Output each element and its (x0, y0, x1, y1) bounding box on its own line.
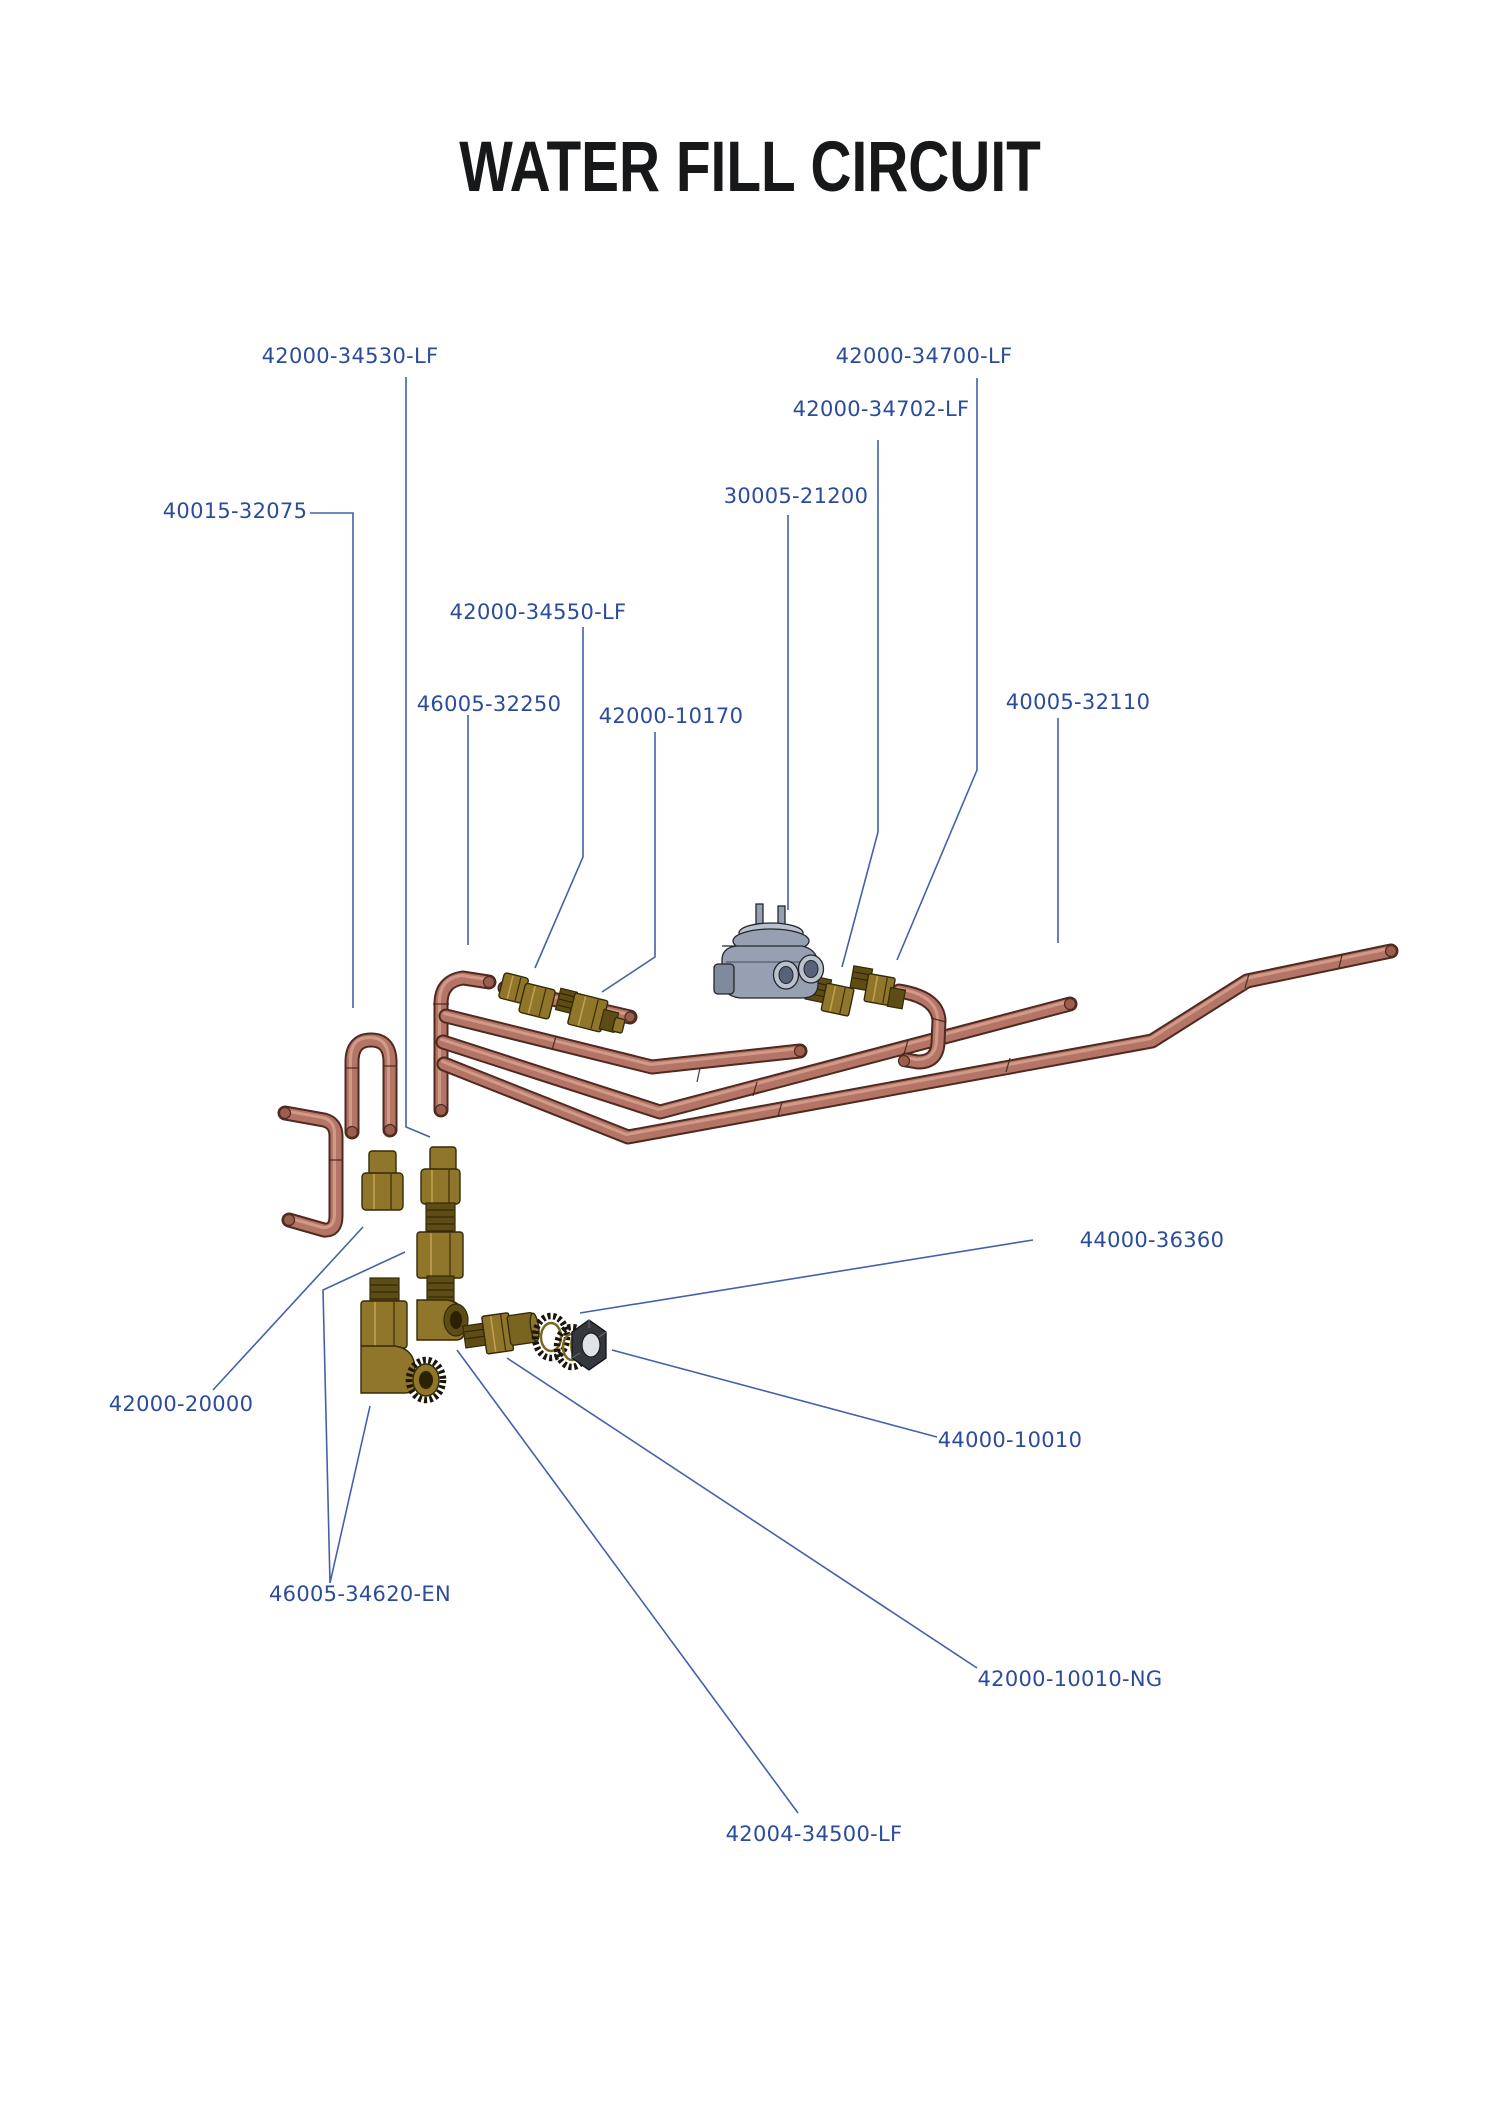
brass-check-valve-10170 (554, 987, 626, 1034)
part-label-44000-36360: 44000-36360 (1079, 1228, 1225, 1252)
part-label-42000-10010-ng: 42000-10010-NG (977, 1667, 1163, 1691)
part-label-42000-10170: 42000-10170 (598, 704, 744, 728)
brass-hose-adapter-10010ng (462, 1312, 540, 1355)
brass-compression-nut-20000 (361, 1150, 404, 1211)
leader-42000-34700-lf (896, 378, 978, 961)
part-label-42000-34702-lf: 42000-34702-LF (792, 397, 970, 421)
part-label-42004-34500-lf: 42004-34500-LF (725, 1822, 903, 1846)
part-label-30005-21200: 30005-21200 (723, 484, 869, 508)
pipe-joints (330, 954, 1343, 1161)
brass-fitting-34700 (849, 965, 907, 1010)
brass-fitting-34702 (804, 974, 855, 1017)
lock-washer-on-elbow (405, 1356, 447, 1404)
part-label-40015-32075: 40015-32075 (162, 499, 308, 523)
part-label-42000-34700-lf: 42000-34700-LF (835, 344, 1013, 368)
leader-42000-10010-ng (506, 1357, 978, 1669)
brass-coupling-34550 (498, 972, 556, 1020)
water-inlet-valve-30005-21200 (713, 903, 825, 999)
copper-c-tube (284, 1111, 337, 1231)
brass-elbow-fitting-34620 (360, 1277, 447, 1404)
leader-42000-34550-lf (534, 627, 584, 969)
leader-42004-34500-lf (456, 1349, 799, 1814)
brass-straight-fitting-stack (416, 1146, 469, 1341)
part-label-46005-32250: 46005-32250 (416, 692, 562, 716)
leader-40015-32075 (310, 512, 354, 1008)
part-label-40005-32110: 40005-32110 (1005, 690, 1151, 714)
leader-42000-34530-lf (405, 377, 431, 1138)
pipe-end-caps (278, 944, 1398, 1227)
leader-44000-10010 (611, 1349, 938, 1438)
copper-u-tube (351, 1038, 391, 1133)
part-label-42000-34550-lf: 42000-34550-LF (449, 600, 627, 624)
leader-44000-36360 (579, 1239, 1034, 1314)
page-title: WATER FILL CIRCUIT (459, 128, 1041, 207)
leader-42000-10170 (601, 732, 656, 993)
leader-lines (212, 377, 1059, 1814)
leader-46005-34620-en (322, 1251, 406, 1584)
copper-pipes (280, 946, 1397, 1231)
leader-42000-34702-lf (841, 440, 879, 968)
part-label-46005-34620-en: 46005-34620-EN (269, 1582, 451, 1606)
part-label-42000-34530-lf: 42000-34530-LF (261, 344, 439, 368)
leader-42000-20000 (212, 1226, 364, 1391)
hex-mounting-nut-10010 (569, 1319, 607, 1371)
part-label-42000-20000: 42000-20000 (108, 1392, 254, 1416)
part-label-44000-10010: 44000-10010 (937, 1428, 1083, 1452)
